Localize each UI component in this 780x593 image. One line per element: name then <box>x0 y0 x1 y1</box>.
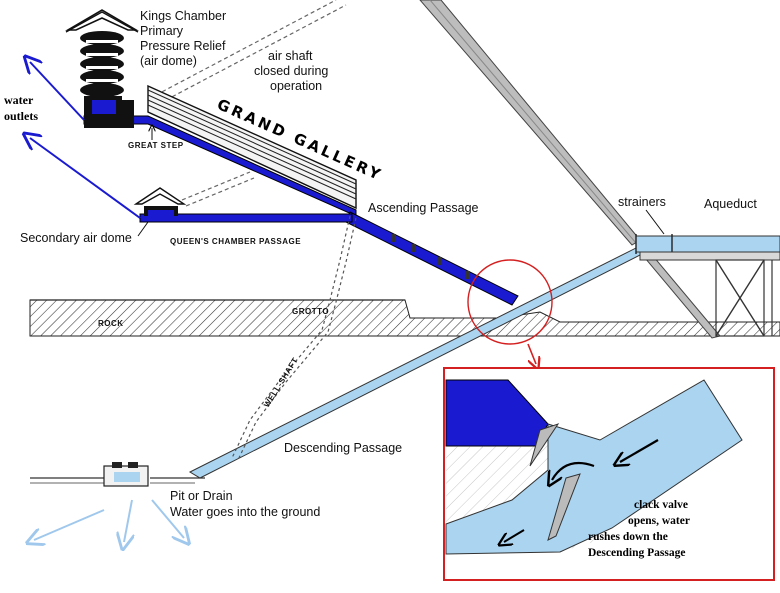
great-step-label: GREAT STEP <box>128 141 184 150</box>
strainers-label: strainers <box>618 195 666 209</box>
pit-line-2: Water goes into the ground <box>170 505 320 519</box>
queens-chamber-dome <box>133 187 187 218</box>
drain-arrows <box>34 499 184 542</box>
clack-valve-line-1: clack valve <box>634 499 688 511</box>
clack-valve-label: clack valve opens, water rushes down the… <box>588 499 690 559</box>
rock-label: ROCK <box>98 319 124 328</box>
water-outlets-line-2: outlets <box>4 109 38 123</box>
queens-passage-label: QUEEN'S CHAMBER PASSAGE <box>170 237 301 246</box>
aqueduct <box>639 251 780 337</box>
ground-line <box>30 477 205 484</box>
water-outlets-label: water outlets <box>4 93 38 123</box>
air-shaft-line-1: air shaft <box>268 49 313 63</box>
clack-valve-line-3: rushes down the <box>588 531 668 543</box>
kings-chamber-line-2: Primary <box>140 24 184 38</box>
descending-passage <box>188 234 780 479</box>
grand-gallery <box>147 84 357 210</box>
kings-chamber-label: Kings Chamber Primary Pressure Relief (a… <box>140 9 226 68</box>
callout <box>467 259 553 364</box>
pit-drain <box>103 462 149 487</box>
inset-detail <box>443 367 775 581</box>
clack-valve-line-4: Descending Passage <box>588 547 685 559</box>
water-outlet-arrows <box>30 62 141 219</box>
well-shaft-label: WELL-SHAFT <box>262 356 300 409</box>
water-outlets-line-1: water <box>4 93 34 107</box>
rock-strata <box>29 299 780 337</box>
pit-line-1: Pit or Drain <box>170 489 233 503</box>
ascending-passage-label: Ascending Passage <box>368 201 479 215</box>
kings-chamber-line-3: Pressure Relief <box>140 39 226 53</box>
clack-valve-line-2: opens, water <box>628 515 690 527</box>
grotto-label: GROTTO <box>292 307 329 316</box>
kings-chamber-line-1: Kings Chamber <box>140 9 226 23</box>
air-shaft-line-2: closed during <box>254 64 328 78</box>
kings-chamber-line-4: (air dome) <box>140 54 197 68</box>
pit-label: Pit or Drain Water goes into the ground <box>170 489 320 519</box>
air-shaft-label: air shaft closed during operation <box>254 49 328 93</box>
kings-chamber <box>65 9 139 128</box>
descending-passage-label: Descending Passage <box>284 441 402 455</box>
primary-water-passage <box>83 115 519 306</box>
air-shaft-line-3: operation <box>270 79 322 93</box>
aqueduct-label: Aqueduct <box>704 197 757 211</box>
secondary-dome-label: Secondary air dome <box>20 231 132 245</box>
air-shaft <box>155 0 347 207</box>
